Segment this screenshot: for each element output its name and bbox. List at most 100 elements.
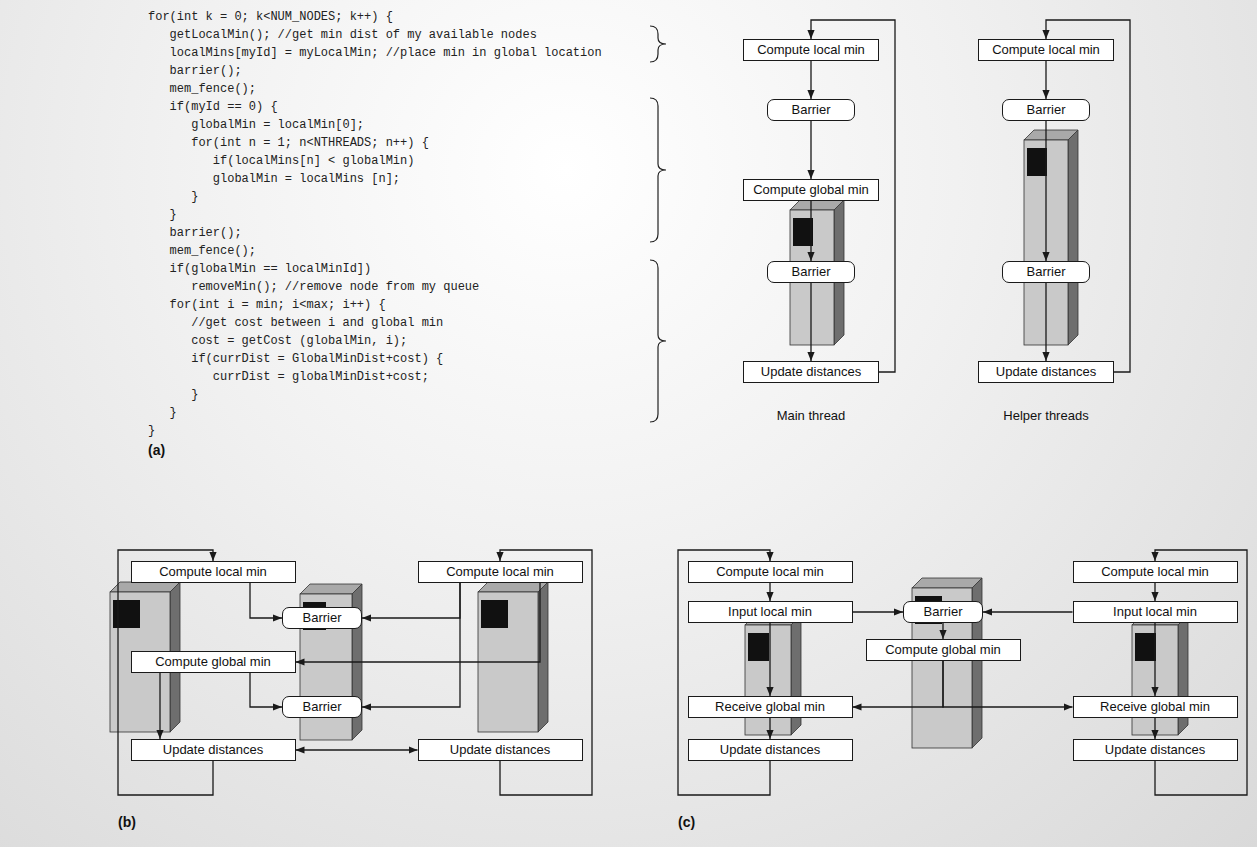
process-box: Update distances xyxy=(978,361,1114,383)
connector xyxy=(769,583,770,601)
connector xyxy=(1045,283,1046,361)
connector xyxy=(1154,583,1155,601)
box-text: Update distances xyxy=(138,742,289,758)
box-text: Barrier xyxy=(774,102,848,118)
code-line: localMins[myId] = myLocalMin; //place mi… xyxy=(148,44,602,62)
process-box: Compute local min xyxy=(131,561,296,583)
brace xyxy=(650,98,666,242)
box-text: Compute global min xyxy=(873,642,1014,658)
box-text: Compute local min xyxy=(138,564,289,580)
caption-label: Main thread xyxy=(777,408,846,423)
box-text: Update distances xyxy=(985,364,1107,380)
connector xyxy=(769,623,770,696)
code-line: removeMin(); //remove node from my queue xyxy=(148,278,602,296)
process-box: Update distances xyxy=(688,739,853,761)
barrier-box: Barrier xyxy=(767,261,855,283)
process-box: Compute local min xyxy=(688,561,853,583)
process-box: Compute global min xyxy=(866,639,1021,661)
connector xyxy=(942,623,943,639)
code-line: barrier(); xyxy=(148,62,602,80)
box-text: Update distances xyxy=(750,364,872,380)
process-box: Update distances xyxy=(1073,739,1238,761)
connector xyxy=(810,61,811,99)
code-line: //get cost between i and global min xyxy=(148,314,602,332)
connector xyxy=(983,611,1073,612)
box-text: Compute global min xyxy=(138,654,289,670)
code-line: barrier(); xyxy=(148,224,602,242)
connector xyxy=(943,661,1073,707)
panel-label: (b) xyxy=(118,814,136,830)
code-line: getLocalMin(); //get min dist of my avai… xyxy=(148,26,602,44)
code-line: if(localMins[n] < globalMin) xyxy=(148,152,602,170)
box-text: Compute local min xyxy=(695,564,846,580)
process-box: Update distances xyxy=(743,361,879,383)
code-line: cost = getCost (globalMin, i); xyxy=(148,332,602,350)
connector xyxy=(810,201,811,261)
box-text: Update distances xyxy=(1080,742,1231,758)
box-text: Barrier xyxy=(774,264,848,280)
code-line: if(myId == 0) { xyxy=(148,98,602,116)
box-text: Compute local min xyxy=(1080,564,1231,580)
code-line: for(int i = min; i<max; i++) { xyxy=(148,296,602,314)
box-text: Barrier xyxy=(289,610,355,626)
code-listing: for(int k = 0; k<NUM_NODES; k++) { getLo… xyxy=(148,8,602,440)
process-box: Compute local min xyxy=(418,561,583,583)
code-line: for(int n = 1; n<NTHREADS; n++) { xyxy=(148,134,602,152)
connector xyxy=(159,673,160,739)
barrier-box: Barrier xyxy=(282,607,362,629)
connector xyxy=(1045,121,1046,261)
code-line: mem_fence(); xyxy=(148,242,602,260)
code-line: globalMin = localMin[0]; xyxy=(148,116,602,134)
connector xyxy=(1154,623,1155,696)
box-text: Barrier xyxy=(910,604,976,620)
code-line: globalMin = localMins [n]; xyxy=(148,170,602,188)
process-box: Compute local min xyxy=(743,39,879,61)
brace xyxy=(650,26,666,62)
process-box: Update distances xyxy=(418,739,583,761)
connector xyxy=(250,583,282,618)
code-line: for(int k = 0; k<NUM_NODES; k++) { xyxy=(148,8,602,26)
process-box: Input local min xyxy=(1073,601,1238,623)
process-box: Input local min xyxy=(688,601,853,623)
barrier-box: Barrier xyxy=(903,601,983,623)
barrier-box: Barrier xyxy=(282,696,362,718)
panel-label: (a) xyxy=(148,442,165,458)
box-text: Receive global min xyxy=(1080,699,1231,715)
connector xyxy=(250,673,282,707)
process-box: Update distances xyxy=(131,739,296,761)
code-line: mem_fence(); xyxy=(148,80,602,98)
box-text: Compute global min xyxy=(750,182,872,198)
code-line: currDist = globalMinDist+cost; xyxy=(148,368,602,386)
box-text: Input local min xyxy=(1080,604,1231,620)
connector xyxy=(1045,61,1046,99)
box-text: Input local min xyxy=(695,604,846,620)
connector xyxy=(769,718,770,739)
wait-block xyxy=(478,582,548,732)
connector xyxy=(1154,718,1155,739)
box-text: Compute local min xyxy=(985,42,1107,58)
box-text: Update distances xyxy=(695,742,846,758)
barrier-box: Barrier xyxy=(1002,261,1090,283)
code-line: } xyxy=(148,206,602,224)
box-text: Barrier xyxy=(1009,102,1083,118)
process-box: Compute local min xyxy=(1073,561,1238,583)
box-text: Compute local min xyxy=(425,564,576,580)
connector xyxy=(362,583,460,618)
process-box: Receive global min xyxy=(1073,696,1238,718)
process-box: Receive global min xyxy=(688,696,853,718)
connector xyxy=(853,611,904,612)
code-line: if(globalMin == localMinId]) xyxy=(148,260,602,278)
wait-block xyxy=(1024,130,1078,345)
connector xyxy=(810,283,811,361)
code-line: if(currDist = GlobalMinDist+cost) { xyxy=(148,350,602,368)
barrier-box: Barrier xyxy=(1002,99,1090,121)
code-line: } xyxy=(148,188,602,206)
connector xyxy=(296,749,418,750)
process-box: Compute local min xyxy=(978,39,1114,61)
connector xyxy=(853,661,944,707)
box-text: Compute local min xyxy=(750,42,872,58)
box-text: Receive global min xyxy=(695,699,846,715)
code-line: } xyxy=(148,422,602,440)
code-line: } xyxy=(148,404,602,422)
process-box: Compute global min xyxy=(131,651,296,673)
